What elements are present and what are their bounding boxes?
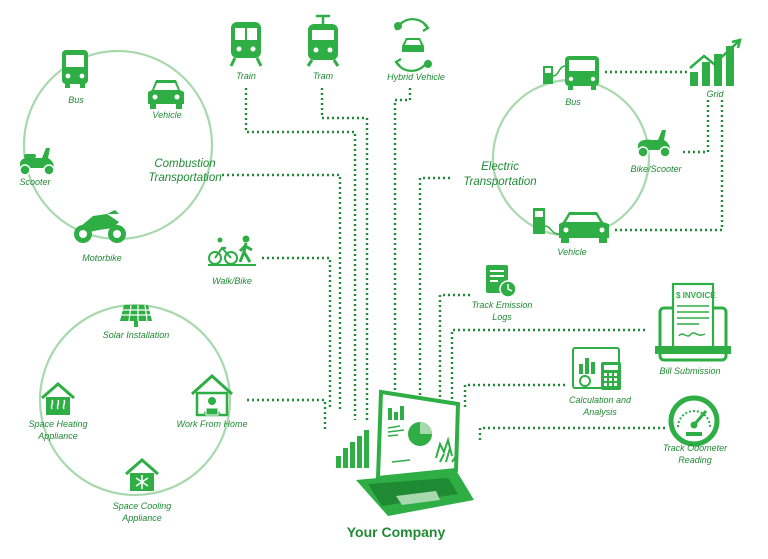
label-hybrid-vehicle: Hybrid Vehicle (387, 72, 445, 82)
label-electric-2: Transportation (463, 176, 537, 188)
label-vehicle-left: Vehicle (152, 110, 182, 120)
label-odometer-1: Track Odometer (662, 443, 728, 453)
space-heating-icon (41, 382, 75, 415)
space-cooling-icon (125, 458, 159, 491)
hybrid-vehicle-icon (394, 18, 432, 72)
grid-icon (689, 38, 742, 86)
label-vehicle-right: Vehicle (557, 247, 587, 257)
label-bill-submission: Bill Submission (659, 366, 721, 376)
label-train: Train (236, 71, 256, 81)
bus-icon (62, 50, 88, 88)
label-bike-scooter: Bike/Scooter (630, 164, 682, 174)
odometer-icon (668, 395, 720, 447)
label-track-emission-1: Track Emission (471, 300, 533, 310)
label-combustion-1: Combustion (154, 158, 216, 170)
electric-car-icon (533, 208, 609, 243)
label-scooter: Scooter (19, 177, 51, 187)
label-odometer-2: Reading (678, 455, 712, 465)
label-combustion-2: Transportation (148, 172, 222, 184)
combustion-ring (22, 49, 214, 241)
track-emission-icon (486, 265, 517, 298)
label-tram: Tram (312, 71, 334, 81)
train-icon (229, 22, 263, 67)
invoice-icon: $ INVOICE (655, 282, 731, 362)
label-bus-right: Bus (565, 97, 581, 107)
motorbike-icon (74, 210, 126, 243)
label-grid: Grid (706, 89, 724, 99)
label-motorbike: Motorbike (82, 253, 122, 263)
laptop-icon (336, 389, 474, 516)
scooter-icon (19, 148, 55, 176)
electric-bus-icon (543, 56, 599, 90)
car-icon (148, 80, 184, 109)
label-space-cooling-2: Appliance (122, 513, 162, 523)
label-work-from-home: Work From Home (176, 419, 248, 429)
label-calc-2: Analysis (583, 407, 617, 417)
label-walk-bike: Walk/Bike (212, 276, 252, 286)
solar-panel-icon (120, 304, 152, 327)
connectors (222, 70, 724, 440)
label-electric-1: Electric (481, 161, 519, 173)
work-from-home-icon (190, 373, 234, 417)
label-calc-1: Calculation and (568, 395, 632, 405)
label-bus-left: Bus (68, 95, 84, 105)
label-your-company: Your Company (346, 524, 446, 540)
label-track-emission-2: Logs (492, 312, 512, 322)
label-space-cooling-1: Space Cooling (112, 501, 172, 511)
tram-icon (306, 14, 340, 67)
label-solar: Solar Installation (102, 330, 170, 340)
calculator-icon (572, 347, 621, 390)
label-space-heating-1: Space Heating (28, 419, 88, 429)
e-scooter-icon (637, 130, 671, 158)
label-space-heating-2: Appliance (38, 431, 78, 441)
invoice-text: $ INVOICE (676, 291, 716, 300)
walk-bike-icon (208, 235, 256, 266)
